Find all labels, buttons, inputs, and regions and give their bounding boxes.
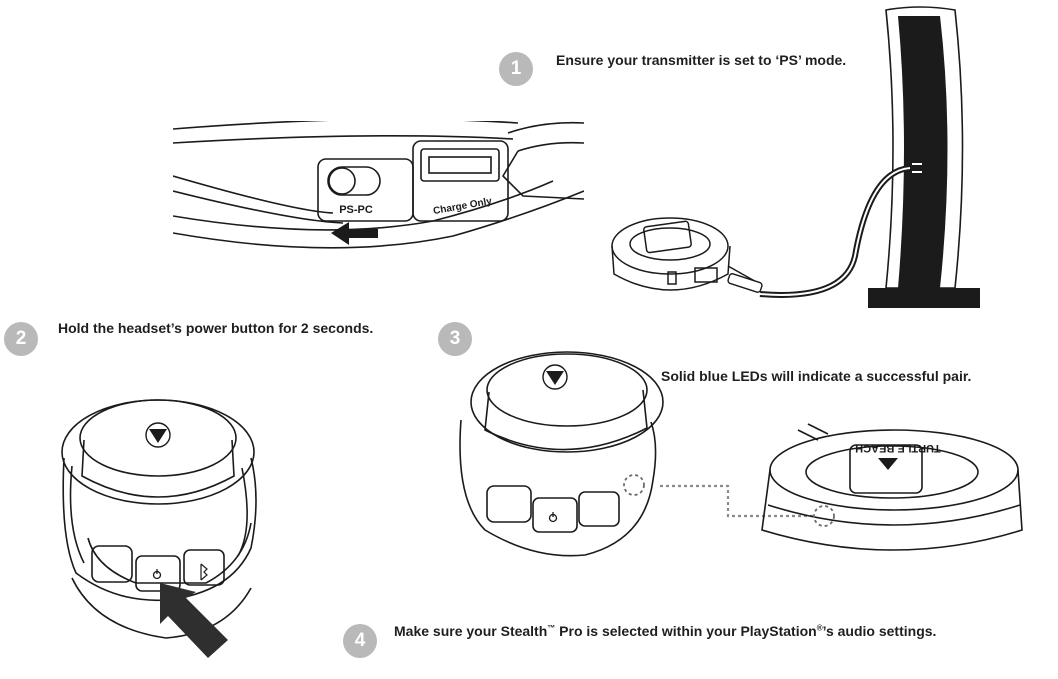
step-3-badge: 3 xyxy=(438,322,472,356)
step-4-text-after: ’s audio settings. xyxy=(822,623,937,639)
switch-label: PS-PC xyxy=(339,204,373,216)
step-4-text-before: Make sure your Stealth xyxy=(394,623,548,639)
turtle-beach-logo-icon xyxy=(878,458,898,470)
step-2-badge: 2 xyxy=(4,322,38,356)
step-1-text: Ensure your transmitter is set to ‘PS’ m… xyxy=(556,52,847,68)
arrow-pointer-icon xyxy=(160,583,228,658)
step-3-number: 3 xyxy=(449,328,461,349)
transmitter-pair-illustration: TURTLE BEACH xyxy=(761,423,1023,551)
headset-power-illustration xyxy=(61,399,257,658)
power-icon xyxy=(548,512,558,523)
step-4-text-middle: Pro is selected within your PlayStation xyxy=(555,623,817,639)
step-1-number: 1 xyxy=(510,58,522,79)
step-4-text: Make sure your Stealth™ Pro is selected … xyxy=(394,623,936,639)
led-indicator-icon xyxy=(623,474,645,496)
console-transmitter-illustration xyxy=(611,6,980,308)
port-label: Charge Only xyxy=(432,196,493,217)
brand-text: TURTLE BEACH xyxy=(855,442,941,454)
step-2-number: 2 xyxy=(15,328,27,349)
step-4-number: 4 xyxy=(354,630,366,651)
bluetooth-icon xyxy=(200,563,208,581)
registered-mark: ® xyxy=(816,623,823,633)
turtle-beach-logo-icon xyxy=(542,364,568,390)
headset-pair-illustration xyxy=(459,351,664,557)
step-2-text: Hold the headset’s power button for 2 se… xyxy=(58,320,374,336)
arrow-left-icon xyxy=(331,222,378,245)
led-indicator-icon xyxy=(813,505,835,527)
transmitter-closeup-illustration: PS-PC Charge Only xyxy=(173,121,584,249)
step-1-badge: 1 xyxy=(499,52,533,86)
step-4-badge: 4 xyxy=(343,624,377,658)
turtle-beach-logo-icon xyxy=(145,422,171,448)
trademark-mark: ™ xyxy=(547,623,556,633)
step-3-text: Solid blue LEDs will indicate a successf… xyxy=(661,368,972,384)
power-icon xyxy=(152,569,162,580)
